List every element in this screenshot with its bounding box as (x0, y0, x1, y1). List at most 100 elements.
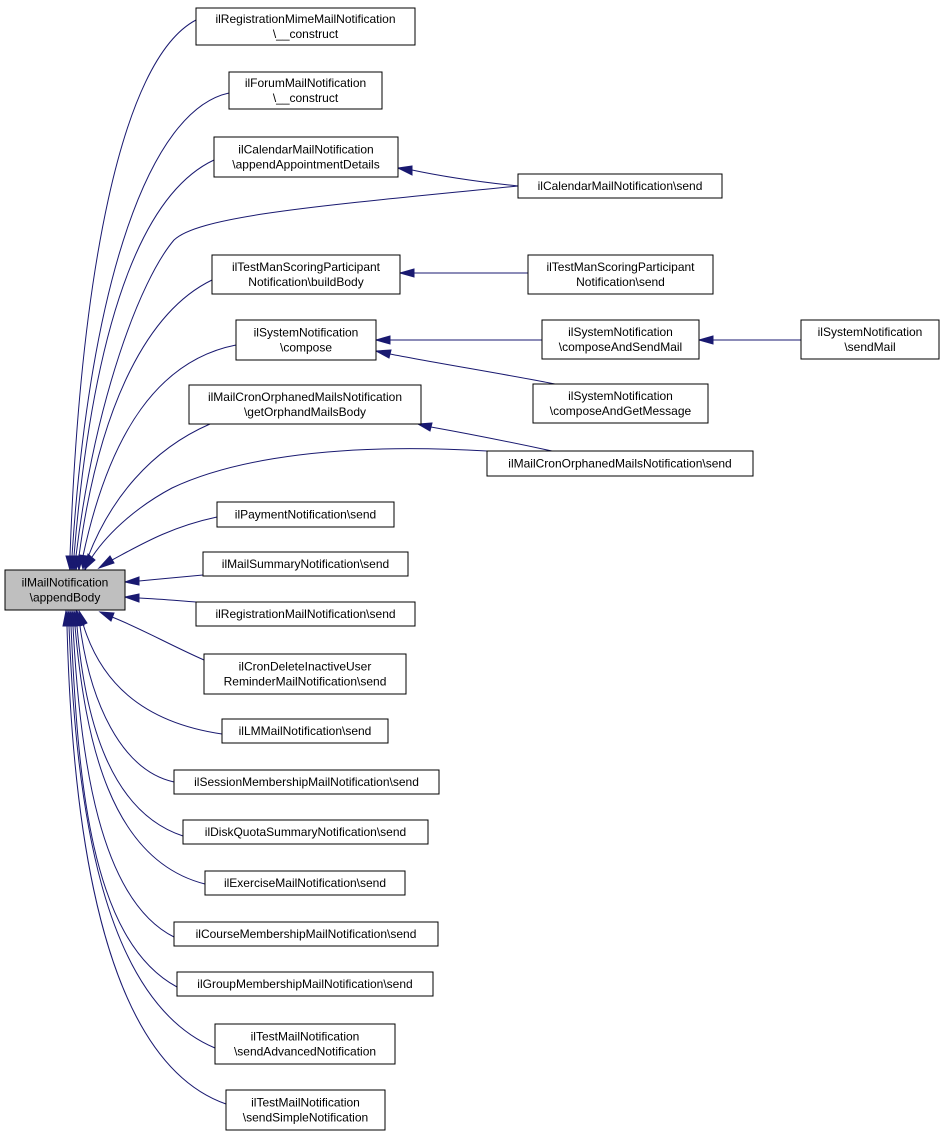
caller-function-node[interactable]: ilCalendarMailNotification\send (517, 173, 723, 199)
edge-line (138, 597, 197, 603)
arrowhead-icon (697, 335, 714, 345)
node-label: ilTestMailNotification (251, 1096, 360, 1110)
node-box (225, 1089, 386, 1131)
node-label: ilCronDeleteInactiveUser (239, 660, 372, 674)
caller-function-node[interactable]: ilMailCronOrphanedMailsNotification\getO… (188, 384, 422, 425)
call-edge (66, 609, 178, 988)
caller-function-node[interactable]: ilTestManScoringParticipantNotification\… (211, 254, 401, 295)
node-box (517, 173, 723, 199)
node-box (202, 551, 409, 577)
call-edge (416, 422, 553, 452)
node-label: ilPaymentNotification\send (235, 508, 376, 522)
node-box (211, 254, 401, 295)
edge-line (411, 169, 519, 187)
caller-function-node[interactable]: ilTestManScoringParticipantNotification\… (527, 254, 714, 295)
caller-function-node[interactable]: ilRegistrationMailNotification\send (195, 601, 416, 627)
caller-function-node[interactable]: ilSessionMembershipMailNotification\send (173, 769, 440, 795)
node-label: ilMailCronOrphanedMailsNotification (208, 390, 402, 404)
edge-line (430, 426, 553, 452)
node-box (541, 319, 700, 360)
nodes-layer: ilMailNotification\appendBody ilRegistrat… (4, 7, 940, 1131)
arrowhead-icon (84, 553, 96, 571)
caller-function-node[interactable]: ilCourseMembershipMailNotification\send (173, 921, 439, 947)
arrowhead-icon (398, 268, 415, 278)
caller-function-node[interactable]: ilTestMailNotification\sendSimpleNotific… (225, 1089, 386, 1131)
caller-function-node[interactable]: ilDiskQuotaSummaryNotification\send (182, 819, 429, 845)
node-label: Notification\buildBody (248, 275, 363, 289)
node-box (800, 319, 940, 360)
node-box (216, 501, 395, 528)
caller-function-node[interactable]: ilSystemNotification\sendMail (800, 319, 940, 360)
call-edge (697, 335, 801, 345)
caller-function-node[interactable]: ilMailSummaryNotification\send (202, 551, 409, 577)
edge-line (72, 625, 175, 938)
edges-layer (62, 19, 801, 1105)
caller-function-node[interactable]: ilGroupMembershipMailNotification\send (176, 971, 434, 997)
edge-line (111, 616, 205, 661)
edge-line (66, 625, 227, 1105)
node-box (235, 319, 377, 361)
edge-line (79, 625, 175, 783)
node-label: ilMailCronOrphanedMailsNotification\send (508, 457, 731, 471)
node-label: \appendBody (30, 591, 101, 605)
node-box (204, 870, 406, 896)
node-label: ilGroupMembershipMailNotification\send (197, 977, 412, 991)
node-label: \sendSimpleNotification (243, 1111, 368, 1125)
caller-function-node[interactable]: ilPaymentNotification\send (216, 501, 395, 528)
call-edge (97, 516, 218, 570)
caller-function-node[interactable]: ilExerciseMailNotification\send (204, 870, 406, 896)
node-box (176, 971, 434, 997)
caller-function-node[interactable]: ilLMMailNotification\send (221, 718, 389, 744)
call-edge (84, 448, 488, 571)
node-label: ilSystemNotification (568, 389, 673, 403)
call-edge (69, 159, 215, 572)
node-label: ilTestManScoringParticipant (546, 260, 695, 274)
edge-line (68, 625, 216, 1049)
call-edge (74, 279, 213, 572)
call-edge (82, 423, 211, 572)
node-label: ilMailNotification (22, 576, 109, 590)
node-label: \getOrphandMailsBody (244, 405, 366, 419)
node-label: ilCalendarMailNotification (238, 143, 373, 157)
call-edge (75, 609, 175, 783)
caller-function-node[interactable]: ilRegistrationMimeMailNotification\__con… (195, 7, 416, 46)
edge-line (76, 625, 184, 837)
call-edge (123, 574, 204, 586)
call-edge (396, 165, 519, 187)
caller-function-node[interactable]: ilMailCronOrphanedMailsNotification\send (486, 450, 754, 477)
arrowhead-icon (97, 555, 115, 570)
node-label: \sendAdvancedNotification (234, 1045, 376, 1059)
node-box (195, 601, 416, 627)
caller-function-node[interactable]: ilCronDeleteInactiveUserReminderMailNoti… (203, 653, 407, 695)
caller-function-node[interactable]: ilForumMailNotification\__construct (228, 71, 383, 110)
arrowhead-icon (98, 611, 115, 622)
node-label: ilSessionMembershipMailNotification\send (194, 775, 419, 789)
focus-function-node[interactable]: ilMailNotification\appendBody (4, 569, 126, 611)
node-label: ilExerciseMailNotification\send (224, 876, 386, 890)
node-label: Notification\send (576, 275, 665, 289)
caller-function-node[interactable]: ilSystemNotification\composeAndGetMessag… (532, 383, 709, 424)
call-edge (374, 349, 556, 385)
edge-line (111, 516, 218, 561)
node-label: ilRegistrationMimeMailNotification (215, 12, 395, 26)
edge-line (138, 574, 204, 582)
node-label: ilRegistrationMailNotification\send (215, 607, 395, 621)
arrowhead-icon (374, 349, 392, 359)
caller-function-node[interactable]: ilCalendarMailNotification\appendAppoint… (213, 136, 399, 178)
caller-function-node[interactable]: ilSystemNotification\compose (235, 319, 377, 361)
arrowhead-icon (374, 335, 391, 345)
node-box (486, 450, 754, 477)
node-box (527, 254, 714, 295)
call-edge (65, 19, 197, 572)
caller-function-node[interactable]: ilTestMailNotification\sendAdvancedNotif… (214, 1023, 396, 1065)
edge-line (71, 92, 230, 557)
node-box (532, 383, 709, 424)
edge-line (82, 623, 223, 735)
edge-line (82, 344, 237, 557)
node-label: \composeAndGetMessage (550, 404, 692, 418)
call-edge (374, 335, 542, 345)
node-label: ilDiskQuotaSummaryNotification\send (205, 825, 406, 839)
caller-function-node[interactable]: ilSystemNotification\composeAndSendMail (541, 319, 700, 360)
call-edge (398, 268, 528, 278)
node-box (173, 921, 439, 947)
